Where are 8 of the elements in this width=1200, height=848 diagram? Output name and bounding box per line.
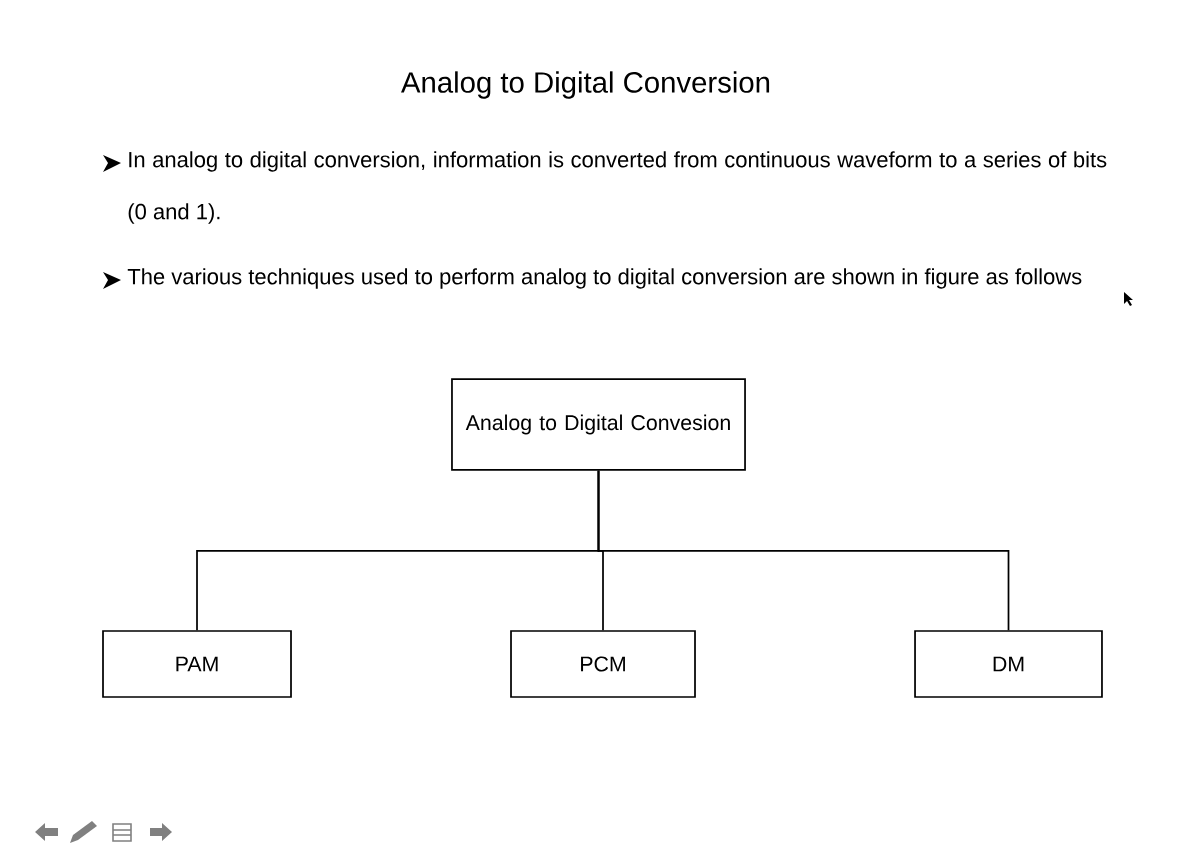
connector-line — [597, 469, 1010, 631]
bullet-text: In analog to digital conversion, information is converted from continuous waveform to a series of bits (0 and 1). — [128, 151, 1107, 224]
process-box: Analog to Digital Convesion — [451, 378, 746, 471]
bullet-text: The various techniques used to perform analog to digital conversion are shown in figure as follows — [127, 268, 1082, 289]
slide-title: Analog to Digital Conversion — [401, 71, 770, 99]
process-box: PCM — [510, 630, 696, 698]
process-box: DM — [914, 630, 1103, 698]
process-box: PAM — [102, 630, 292, 698]
